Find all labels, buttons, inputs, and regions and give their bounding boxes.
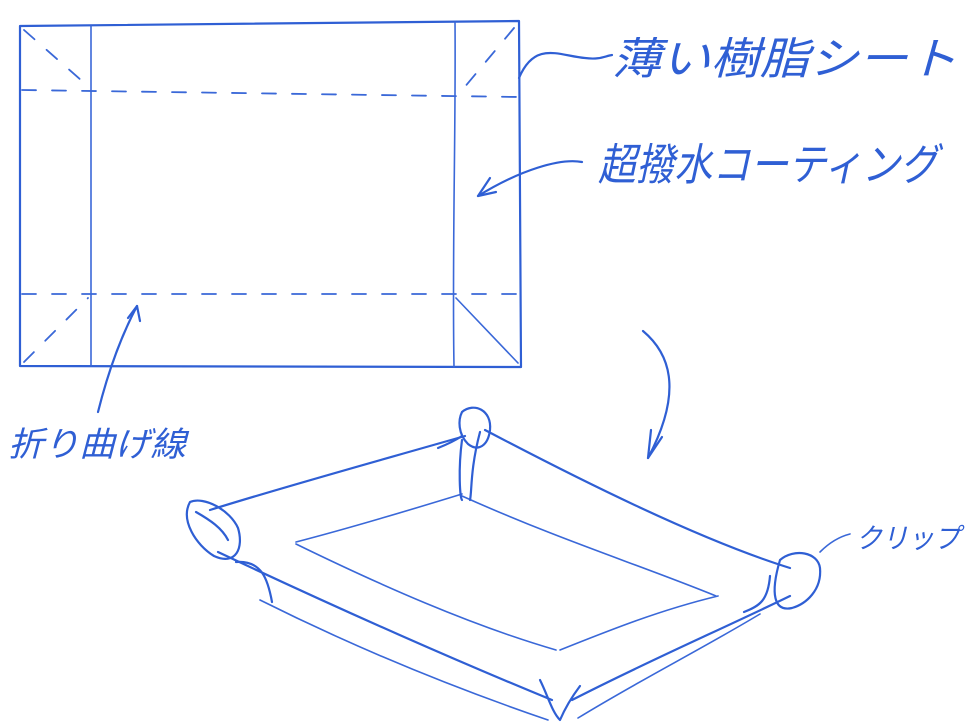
transform-arrow — [641, 329, 671, 460]
label-fold-line: 折り曲げ線 — [8, 425, 190, 465]
tray-inner-front-right — [559, 595, 719, 651]
corner-diagonal-top-left — [23, 29, 91, 89]
fold-line-top-horizontal — [21, 89, 520, 98]
tray-corner-back — [458, 430, 482, 502]
sheet-outline — [18, 19, 523, 369]
leader-coating-arrow — [476, 160, 584, 198]
corner-diagonal-top-right — [457, 27, 515, 96]
tray-back-right-rim — [483, 428, 792, 570]
tray-corner-front — [538, 678, 582, 722]
tray-inner-back-left — [295, 493, 463, 543]
tray-back-left-rim — [208, 434, 467, 512]
label-thin-resin-sheet: 薄い樹脂シート — [612, 34, 957, 85]
label-super-water-repellent-coating: 超撥水コーティング — [598, 140, 943, 191]
clip-left — [185, 499, 242, 560]
tray-inner-front-left — [295, 543, 557, 651]
label-clip: クリップ — [856, 522, 966, 555]
flat-resin-sheet — [18, 19, 523, 369]
tray-inner-back-right — [461, 495, 717, 597]
tray-front-right-rim — [570, 594, 792, 702]
clip-right — [773, 551, 822, 610]
fold-line-right-vertical — [452, 21, 456, 368]
tray-front-left-lower — [259, 599, 549, 721]
tray-front-right-lower — [577, 613, 761, 719]
tray-corner-right — [742, 574, 772, 614]
corner-diagonal-bottom-left — [23, 297, 89, 363]
folded-tray — [185, 406, 851, 722]
leader-resin-sheet — [517, 51, 614, 80]
corner-diagonal-bottom-right — [455, 297, 519, 364]
leader-fold-line-arrow — [96, 304, 142, 414]
leader-clip — [819, 533, 851, 553]
clip-back — [436, 406, 492, 450]
fold-line-left-vertical — [89, 25, 93, 367]
tray-front-left-rim — [216, 550, 554, 702]
